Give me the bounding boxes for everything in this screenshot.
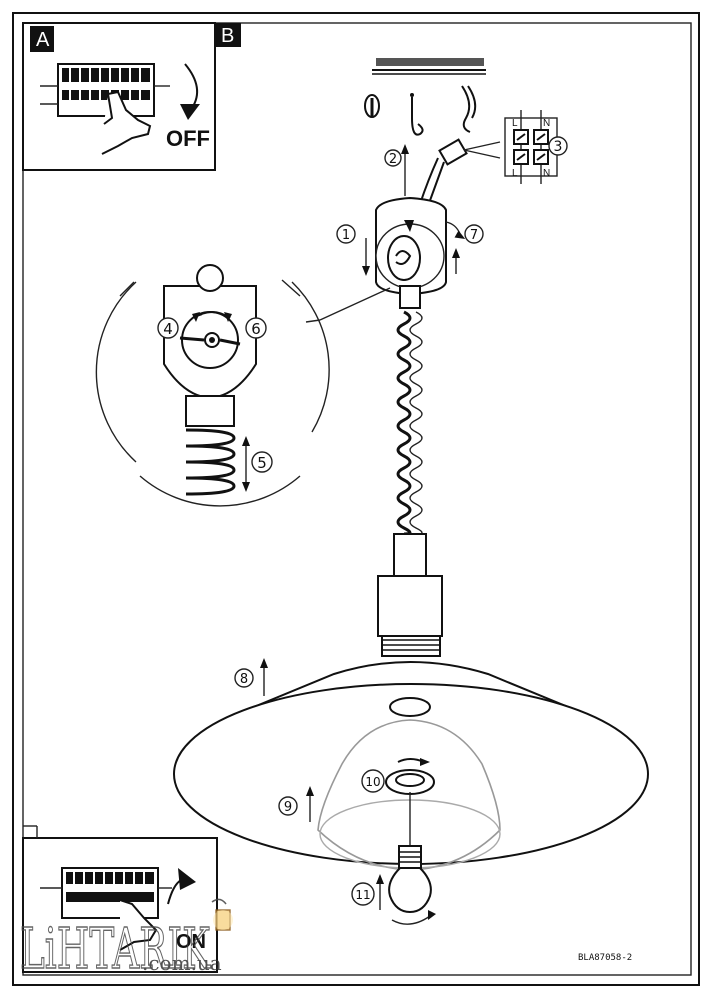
- circuit-breaker-icon: [40, 63, 170, 117]
- minus-sign: ‒: [196, 310, 202, 321]
- step-11: 11: [355, 888, 370, 902]
- step-3: 3: [554, 139, 563, 155]
- document-code: BLA87058-2: [578, 953, 632, 963]
- panel-b-tab: [215, 23, 241, 47]
- ceiling: [372, 58, 486, 75]
- on-label: ON: [176, 931, 206, 953]
- step-4: 4: [163, 320, 173, 338]
- mains-wires: [461, 85, 477, 133]
- coiled-cord: [396, 285, 423, 536]
- inner-frame: [22, 22, 692, 976]
- wire-connector: [419, 138, 468, 207]
- canopy: [375, 196, 447, 296]
- socket-housing: [377, 533, 443, 657]
- step-6: 6: [251, 320, 261, 338]
- terminal-block-icon: [504, 110, 558, 184]
- outer-frame: [12, 12, 700, 986]
- watermark-domain: .com.ua: [142, 951, 222, 975]
- terminal-l-bottom: L: [512, 168, 518, 179]
- lamp-shade: [173, 661, 649, 871]
- step-2: 2: [389, 152, 397, 167]
- hand-icon: [119, 899, 158, 951]
- step-1: 1: [342, 228, 350, 243]
- ceiling-hook-icon: [364, 93, 424, 136]
- off-label: OFF: [166, 126, 210, 151]
- panel-b-label: B: [221, 25, 234, 47]
- step-5: 5: [257, 454, 267, 472]
- light-bulb-icon: [388, 845, 436, 925]
- terminal-n-bottom: N: [543, 168, 550, 179]
- step-9: 9: [284, 800, 292, 815]
- hand-icon: [101, 90, 152, 155]
- step-8: 8: [240, 672, 248, 687]
- watermark-brand: LiHTARIK: [20, 917, 211, 982]
- lantern-icon: [211, 898, 233, 931]
- terminal-n-top: N: [543, 118, 550, 129]
- circuit-breaker-icon: [40, 867, 172, 919]
- step-7: 7: [470, 228, 478, 243]
- detail-callout: ‒: [95, 264, 330, 507]
- watermark: LiHTARIK .com.ua: [19, 898, 233, 983]
- panel-a: A OFF: [22, 22, 216, 171]
- step-10: 10: [365, 775, 380, 789]
- terminal-l-top: L: [512, 118, 518, 129]
- panel-a-label: A: [36, 29, 50, 51]
- panel-on: ON: [22, 825, 218, 973]
